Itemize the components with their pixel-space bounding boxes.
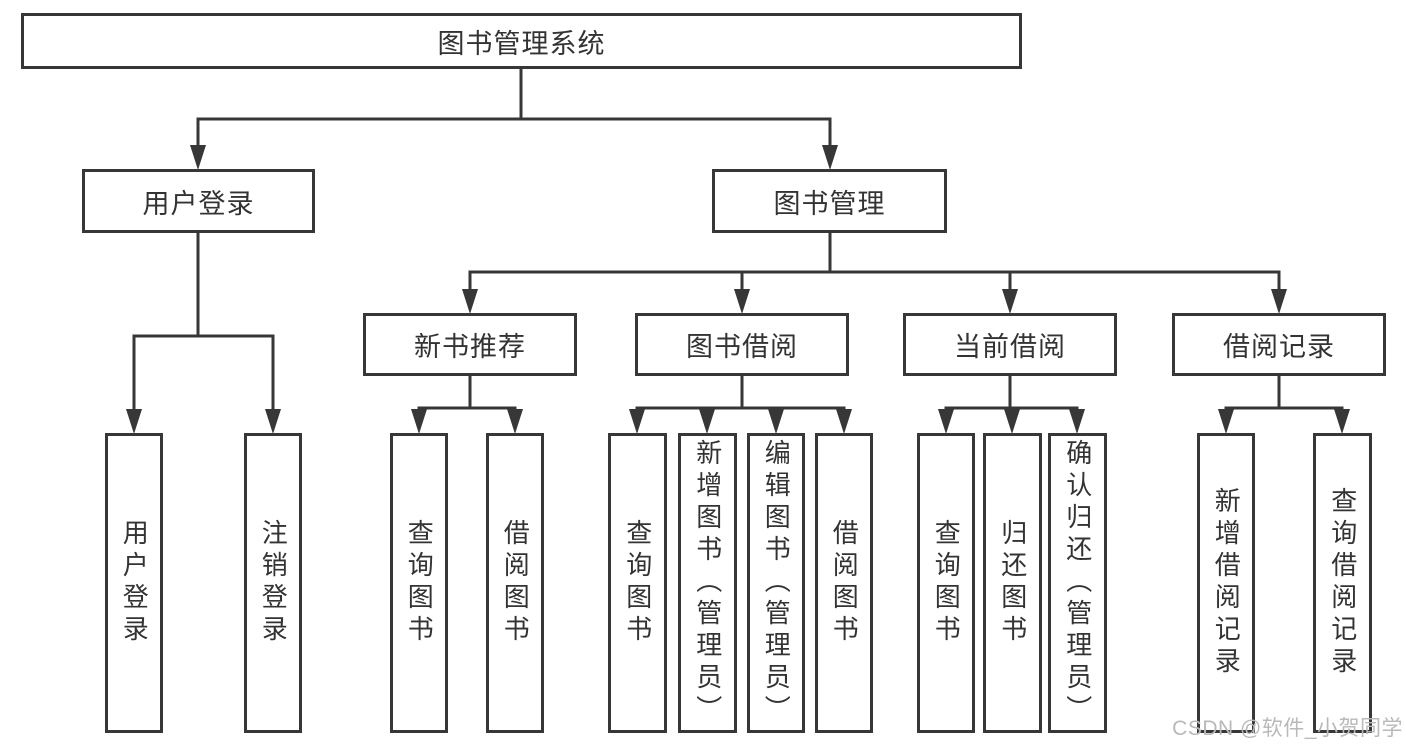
leaf-confirm-return-admin-label: 确认归还（管理员） xyxy=(1062,439,1093,727)
arrow-down-icon xyxy=(1334,409,1350,434)
node-new-book-recommend: 新书推荐 xyxy=(363,313,577,376)
leaf-confirm-return-admin: 确认归还（管理员） xyxy=(1048,433,1107,733)
leaf-edit-book-admin: 编辑图书（管理员） xyxy=(747,433,805,733)
connector-book-management xyxy=(468,231,1281,294)
arrow-down-icon xyxy=(1004,409,1020,434)
arrow-down-icon xyxy=(1069,409,1085,434)
node-borrow-records-label: 借阅记录 xyxy=(1223,332,1335,362)
leaf-query-borrow-record-label: 查询借阅记录 xyxy=(1327,487,1358,679)
arrow-down-icon xyxy=(411,409,427,434)
watermark: CSDN @软件_小贺同学 xyxy=(1172,717,1403,740)
arrow-down-icon xyxy=(190,145,206,170)
leaf-user-login-label: 用户登录 xyxy=(119,519,150,647)
leaf-edit-book-admin-label: 编辑图书（管理员） xyxy=(761,439,792,727)
node-current-borrow: 当前借阅 xyxy=(903,313,1117,376)
node-book-management-label: 图书管理 xyxy=(773,188,886,219)
arrow-down-icon xyxy=(1002,289,1018,314)
leaf-borrow-books-borrow: 借阅图书 xyxy=(815,433,873,733)
arrow-down-icon xyxy=(822,145,838,170)
leaf-query-books-recommend: 查询图书 xyxy=(390,433,448,733)
leaf-query-books-borrow: 查询图书 xyxy=(608,433,667,733)
arrow-down-icon xyxy=(1218,409,1234,434)
arrow-down-icon xyxy=(126,409,142,434)
arrow-down-icon xyxy=(734,289,750,314)
leaf-query-books-recommend-label: 查询图书 xyxy=(404,519,435,647)
leaf-user-login: 用户登录 xyxy=(105,433,163,733)
connector-book-borrow xyxy=(635,374,846,410)
leaf-return-books-label: 归还图书 xyxy=(997,519,1028,647)
arrow-down-icon xyxy=(938,409,954,434)
connector-current-borrow xyxy=(944,374,1079,410)
connector-paths xyxy=(132,66,1344,414)
node-borrow-records: 借阅记录 xyxy=(1172,313,1386,376)
arrow-down-icon xyxy=(699,409,715,434)
node-user-login: 用户登录 xyxy=(82,169,315,233)
connector-borrow-records xyxy=(1224,374,1344,410)
arrow-down-icon xyxy=(507,409,523,434)
leaf-logout-label: 注销登录 xyxy=(258,519,289,647)
leaf-logout: 注销登录 xyxy=(244,433,302,733)
arrow-down-icon xyxy=(836,409,852,434)
leaf-add-borrow-record-label: 新增借阅记录 xyxy=(1211,487,1242,679)
leaf-add-borrow-record: 新增借阅记录 xyxy=(1197,433,1255,733)
node-current-borrow-label: 当前借阅 xyxy=(954,332,1066,362)
connector-new-book-recommend xyxy=(417,374,517,410)
node-root-label: 图书管理系统 xyxy=(437,28,606,59)
leaf-query-books-current: 查询图书 xyxy=(917,433,975,733)
node-book-borrow: 图书借阅 xyxy=(635,313,849,376)
leaf-query-borrow-record: 查询借阅记录 xyxy=(1313,433,1372,733)
node-book-borrow-label: 图书借阅 xyxy=(686,332,798,362)
arrow-down-icon xyxy=(629,409,645,434)
arrow-down-icon xyxy=(1271,289,1287,314)
node-book-management: 图书管理 xyxy=(712,169,947,233)
connector-user-login xyxy=(132,231,275,414)
node-root: 图书管理系统 xyxy=(21,13,1022,69)
arrow-down-icon xyxy=(768,409,784,434)
connector-root xyxy=(196,66,832,150)
leaf-query-books-current-label: 查询图书 xyxy=(931,519,962,647)
leaf-add-book-admin-label: 新增图书（管理员） xyxy=(692,439,723,727)
node-new-book-recommend-label: 新书推荐 xyxy=(414,332,526,362)
arrow-down-icon xyxy=(265,409,281,434)
leaf-query-books-borrow-label: 查询图书 xyxy=(622,519,653,647)
arrow-down-icon xyxy=(462,289,478,314)
leaf-borrow-books-recommend: 借阅图书 xyxy=(486,433,544,733)
leaf-add-book-admin: 新增图书（管理员） xyxy=(678,433,737,733)
leaf-borrow-books-recommend-label: 借阅图书 xyxy=(500,519,531,647)
node-user-login-label: 用户登录 xyxy=(142,188,255,219)
leaf-return-books: 归还图书 xyxy=(983,433,1042,733)
leaf-borrow-books-borrow-label: 借阅图书 xyxy=(829,519,860,647)
arrowheads xyxy=(126,145,1350,434)
